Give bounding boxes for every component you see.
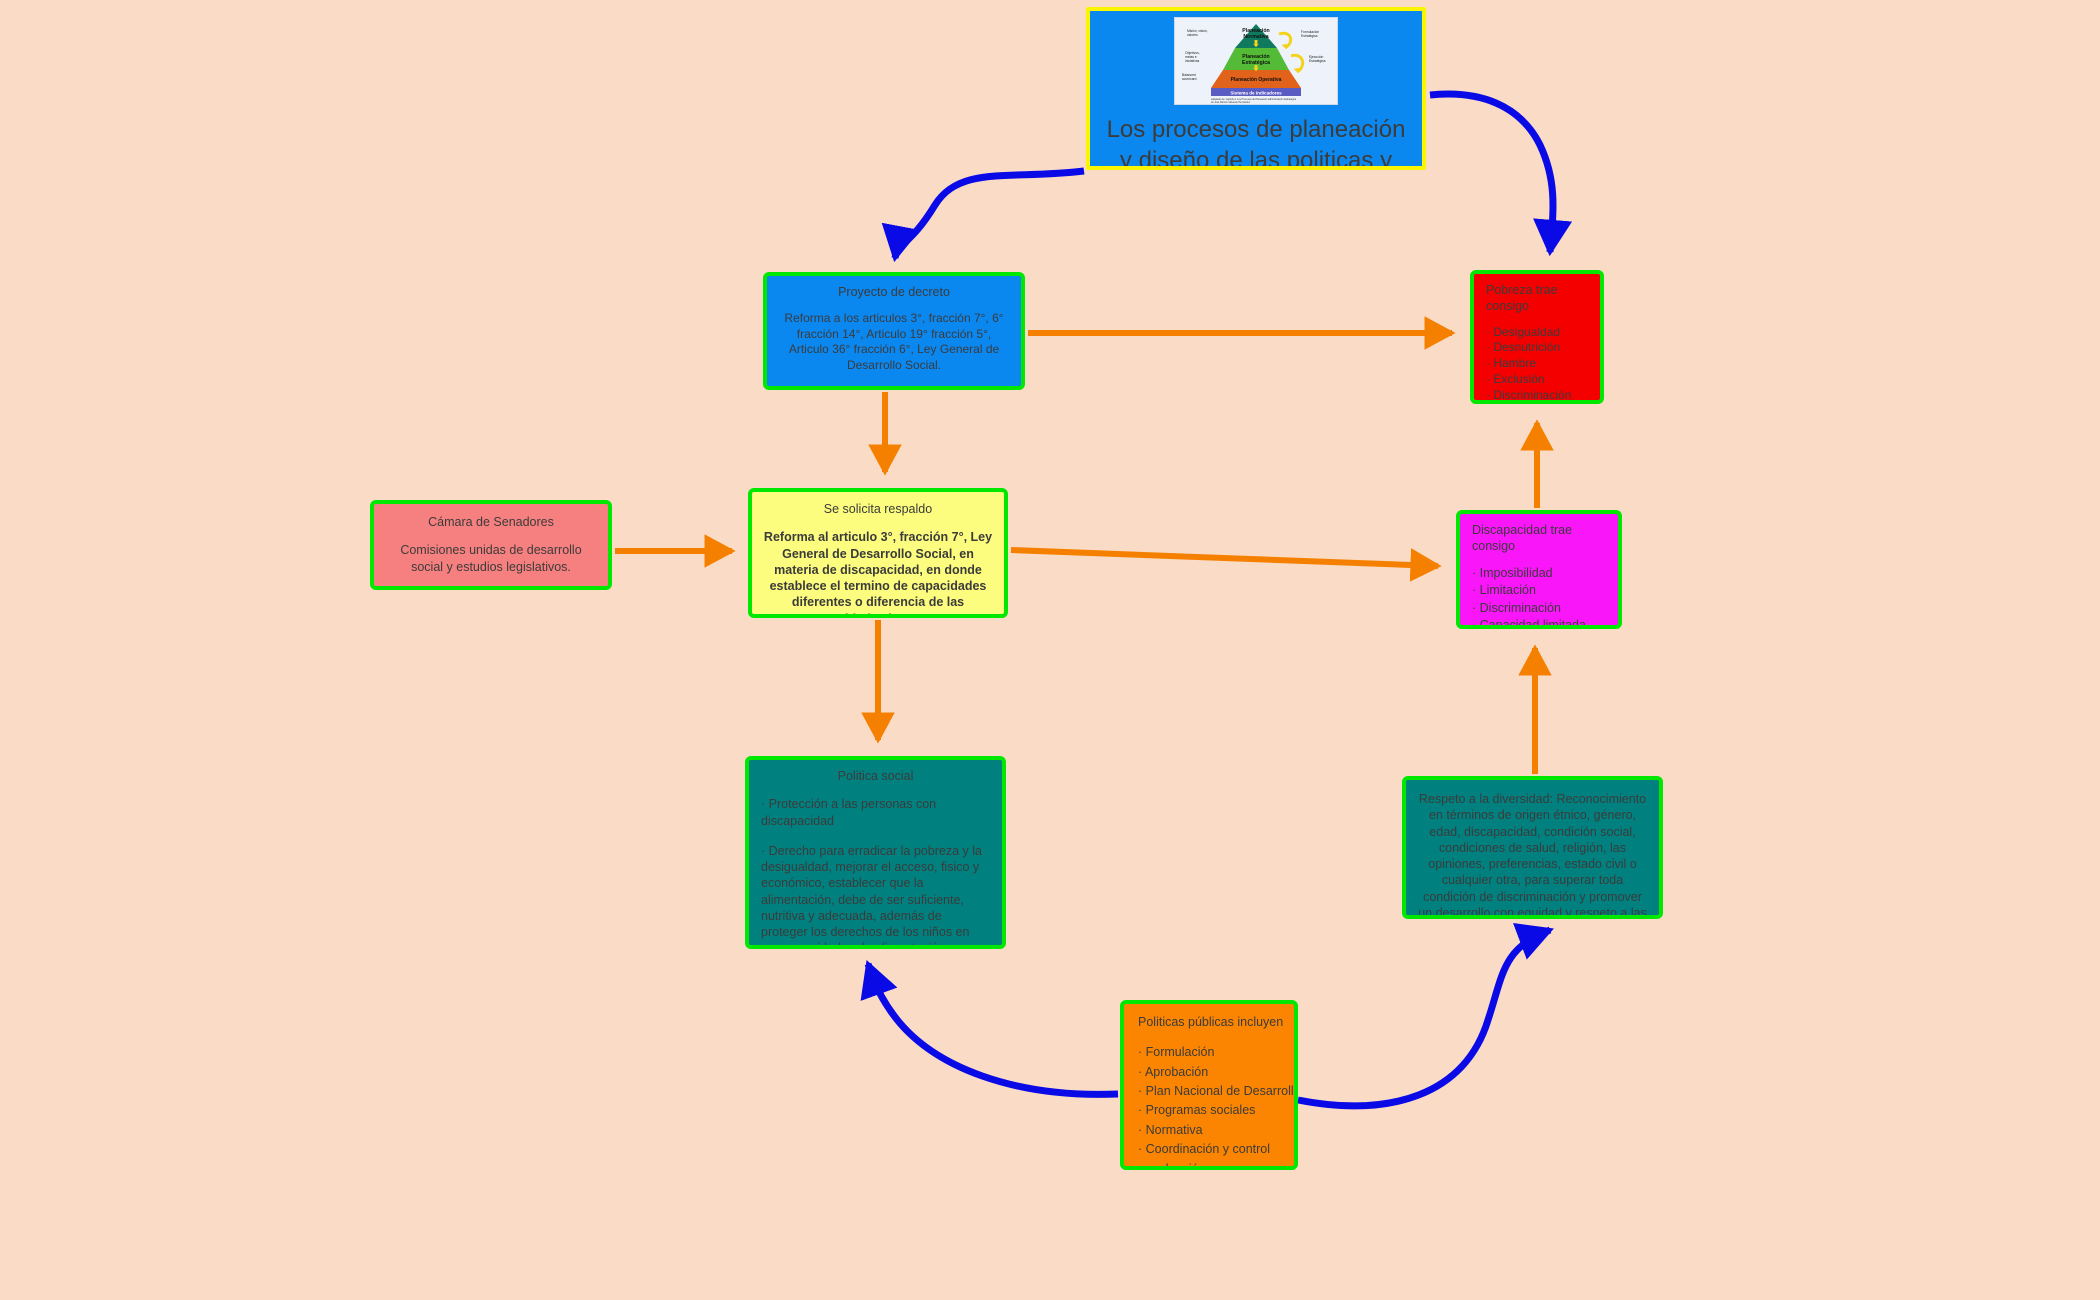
bullet-proteccion: Protección a las personas con discapacid… xyxy=(761,796,990,829)
list-item: Coordinación y control xyxy=(1138,1140,1294,1159)
svg-text:adaptado de: Capitulo 1 Los Pr: adaptado de: Capitulo 1 Los Procesos de … xyxy=(1211,98,1297,101)
central-topic-node[interactable]: Planeación Normativa Planeación Estratég… xyxy=(1086,7,1426,170)
svg-text:Estratégica: Estratégica xyxy=(1301,34,1318,38)
list-item: Capacidad limitada xyxy=(1472,617,1618,625)
list-item: evaluación xyxy=(1138,1160,1294,1167)
node-politica-social[interactable]: Politica social Protección a las persona… xyxy=(745,756,1006,949)
node-body: Protección a las personas con discapacid… xyxy=(761,796,990,945)
node-proyecto-de-decreto[interactable]: Proyecto de decreto Reforma a los articu… xyxy=(763,272,1025,390)
node-title: Politicas públicas incluyen xyxy=(1138,1015,1284,1029)
svg-text:valores: valores xyxy=(1187,33,1198,37)
connector-central-to-proyecto xyxy=(881,167,1085,263)
svg-text:iniciativas: iniciativas xyxy=(1185,59,1200,63)
list-item: Hambre xyxy=(1486,356,1600,372)
svg-text:Balanced: Balanced xyxy=(1182,73,1196,77)
list-item: Programas sociales xyxy=(1138,1101,1294,1120)
node-discapacidad-trae-consigo[interactable]: Discapacidad trae consigo Imposibilidad … xyxy=(1456,510,1622,629)
node-politicas-publicas-incluyen[interactable]: Politicas públicas incluyen Formulación … xyxy=(1120,1000,1298,1170)
list-item: Normativa xyxy=(1138,1121,1294,1140)
svg-text:Misión, visión,: Misión, visión, xyxy=(1187,29,1208,33)
list-item: Desigualdad xyxy=(1486,325,1600,341)
node-title: Proyecto de decreto xyxy=(838,285,950,299)
node-title: Cámara de Senadores xyxy=(428,515,554,529)
connector-publicas-to-diversidad xyxy=(1297,922,1554,1110)
svg-text:Estratégica: Estratégica xyxy=(1309,59,1326,63)
central-topic-title: Los procesos de planeación y diseño de l… xyxy=(1106,116,1406,170)
svg-text:de José Ramón Valverde Hernánd: de José Ramón Valverde Hernández xyxy=(1211,101,1251,104)
node-body: Respeto a la diversidad: Reconocimiento … xyxy=(1418,792,1647,919)
list-item: Desnutrición xyxy=(1486,340,1600,356)
node-title: Pobreza trae consigo xyxy=(1486,283,1558,314)
svg-text:metas e: metas e xyxy=(1185,55,1197,59)
connector-central-to-pobreza xyxy=(1429,90,1573,257)
svg-text:Sistema de Indicadores: Sistema de Indicadores xyxy=(1230,91,1282,96)
node-title: Discapacidad trae consigo xyxy=(1472,523,1573,554)
list-item: Imposibilidad xyxy=(1472,565,1618,583)
node-title: Politica social xyxy=(837,769,914,783)
list-item: Discriminación xyxy=(1486,388,1600,400)
list-item: Limitación xyxy=(1472,582,1618,600)
node-respeto-a-la-diversidad[interactable]: Respeto a la diversidad: Reconocimiento … xyxy=(1402,776,1663,919)
svg-text:scorecard: scorecard xyxy=(1182,77,1197,81)
node-se-solicita-respaldo[interactable]: Se solicita respaldo Reforma al articulo… xyxy=(748,488,1008,618)
node-bullet-list: Desigualdad Desnutrición Hambre Exclusió… xyxy=(1486,325,1600,401)
node-pobreza-trae-consigo[interactable]: Pobreza trae consigo Desigualdad Desnutr… xyxy=(1470,270,1604,404)
bullet-derecho: Derecho para erradicar la pobreza y la d… xyxy=(761,843,990,945)
node-bullet-list: Formulación Aprobación Plan Nacional de … xyxy=(1138,1043,1294,1167)
node-body: Reforma a los articulos 3°, fracción 7°,… xyxy=(784,311,1004,373)
svg-text:Estratégica: Estratégica xyxy=(1242,60,1270,66)
node-body: Comisiones unidas de desarrollo social y… xyxy=(400,543,582,574)
svg-text:Ejecución: Ejecución xyxy=(1309,55,1323,59)
node-camara-de-senadores[interactable]: Cámara de Senadores Comisiones unidas de… xyxy=(370,500,612,590)
list-item: Discriminación xyxy=(1472,600,1618,618)
svg-text:Planeación Operativa: Planeación Operativa xyxy=(1231,77,1282,83)
svg-text:Normativa: Normativa xyxy=(1243,34,1268,40)
node-body: Reforma al articulo 3°, fracción 7°, Ley… xyxy=(763,530,993,614)
node-title: Se solicita respaldo xyxy=(823,502,933,516)
svg-text:Planeación: Planeación xyxy=(1242,54,1269,60)
svg-text:Objetivos,: Objetivos, xyxy=(1185,51,1200,55)
planning-pyramid-image: Planeación Normativa Planeación Estratég… xyxy=(1174,17,1338,105)
svg-text:Formulación: Formulación xyxy=(1301,30,1319,34)
list-item: Aprobación xyxy=(1138,1063,1294,1082)
list-item: Plan Nacional de Desarrollo xyxy=(1138,1082,1294,1101)
connector-respaldo-to-discapacidad xyxy=(1010,547,1442,582)
list-item: Formulación xyxy=(1138,1043,1294,1062)
connector-publicas-to-politica xyxy=(860,960,1119,1098)
svg-text:Planeación: Planeación xyxy=(1242,28,1269,34)
node-bullet-list: Imposibilidad Limitación Discriminación … xyxy=(1472,565,1618,626)
list-item: Exclusión xyxy=(1486,372,1600,388)
